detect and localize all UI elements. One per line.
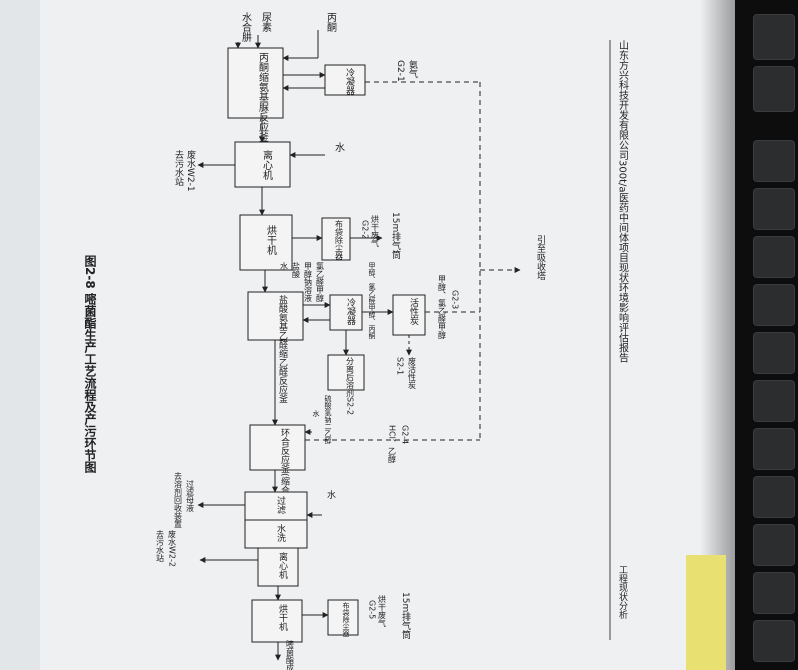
g23-desc: 甲醇、氯乙醛甲醇 (438, 275, 447, 340)
wastewater-w2: 废水W2-2 (168, 529, 177, 567)
sticky-note (686, 555, 726, 670)
key (753, 620, 795, 662)
g24-desc: HCl、乙醇 (388, 425, 397, 464)
residue-dest: 去溶剂回收装置 (174, 471, 183, 528)
input-hydrazine: 水合肼 (240, 12, 252, 43)
input-acetone: 丙酮 (325, 12, 337, 33)
input-reagents2: 氯乙醛甲醇 (316, 261, 325, 303)
centrifuge1-label: 离心机 (261, 149, 273, 181)
document-title: 山东方兴科技开发有限公司300t/a医药中间体项目现状环境影响评估报告 (617, 40, 629, 364)
key (753, 428, 795, 470)
dust2-box (327, 599, 359, 636)
dryer2-label: 烘干机 (277, 603, 288, 632)
key (753, 236, 795, 278)
key (753, 524, 795, 566)
reactor1-label: 丙酮缩氨基脲反应釜 (257, 52, 269, 142)
document-page (40, 0, 735, 670)
g25-label: G2-5 (368, 600, 377, 619)
section-title: 工程现状分析 (617, 565, 628, 620)
reactor1-box (227, 47, 284, 119)
input-reagents2b: 甲醇钠溶液 (304, 262, 313, 303)
sep-label: 分离后溶剂S2-2 (346, 357, 355, 415)
g22-desc: 烘干废气 (371, 214, 380, 247)
reactor2-box (247, 291, 304, 341)
wastewater-w1: 废水W2-1 (185, 149, 196, 192)
reactor2-label: 盐酸氨基乙醛缩乙醛反应釜 (277, 294, 288, 403)
s21-code: S2-1 (396, 357, 405, 375)
background-wall (0, 0, 40, 670)
input-reagents2c: 盐酸 (292, 261, 301, 279)
wash-label: 水洗 (275, 523, 286, 543)
carbon-label: 活性炭 (408, 297, 419, 326)
g25-desc: 烘干废气 (378, 594, 387, 627)
key (753, 572, 795, 614)
g23-label: G2-3 (451, 290, 460, 309)
product-label: 嘧菌酯成品 (286, 639, 295, 670)
input-urea: 尿素 (260, 12, 272, 32)
alt-key (753, 66, 795, 112)
g21-desc: 氨气 (407, 59, 418, 78)
keyboard (735, 0, 798, 670)
input-reagents2d: 水 (280, 261, 289, 270)
input-reagents3: 硫酸氢钠二乙醇 (324, 394, 332, 445)
g23-desc2: 甲醇、氯乙醛甲醇、丙酮 (368, 262, 376, 340)
centrifuge1-box (234, 141, 291, 188)
carbon-box (392, 294, 426, 336)
figure-caption: 图2-8 嘧菌酯生产工艺流程及产污环节图 (83, 255, 97, 474)
dryer2-box (251, 599, 303, 643)
wastewater-w1-dest: 去污水站 (173, 149, 184, 187)
g21-label: G2-1 (395, 60, 405, 82)
wastewater-w2-dest: 去污水站 (156, 529, 165, 563)
g24-label: G2-4 (401, 425, 410, 444)
key (753, 476, 795, 518)
input-reagents3b: 水 (312, 409, 320, 417)
condenser1-label: 冷凝器 (344, 67, 355, 95)
reactor3-box (249, 424, 306, 471)
s21-label: 废活性炭 (408, 356, 417, 390)
input-water1: 水 (333, 142, 345, 152)
condenser1-box (324, 64, 366, 96)
key (753, 284, 795, 326)
to-absorption-label: 引至吸收塔 (535, 235, 546, 281)
stack1-label: 15m排气筒 (390, 212, 401, 260)
key (753, 188, 795, 230)
dryer1-box (239, 214, 293, 271)
key (753, 140, 795, 182)
dust1-label: 布袋除尘器 (335, 219, 344, 261)
sep-box (327, 354, 365, 391)
dust2-label: 布袋除尘器 (342, 601, 350, 638)
key (753, 332, 795, 374)
dryer1-label: 烘干机 (265, 225, 277, 256)
filter-label: 过滤 (275, 495, 286, 515)
residue-label: 过滤母液 (186, 479, 195, 513)
g22-label: G2-2 (361, 220, 370, 239)
stack2-label: 15m排气筒 (400, 592, 411, 640)
reactor3-label: 环合反应釜(缩合) (279, 428, 290, 498)
centrifuge2-label: 离心机 (277, 551, 288, 580)
condenser2-label: 冷凝器 (345, 297, 356, 325)
wash-box (244, 519, 308, 549)
key (753, 380, 795, 422)
input-water2: 水 (325, 489, 336, 499)
dust1-box (321, 217, 351, 261)
windows-key (753, 14, 795, 60)
